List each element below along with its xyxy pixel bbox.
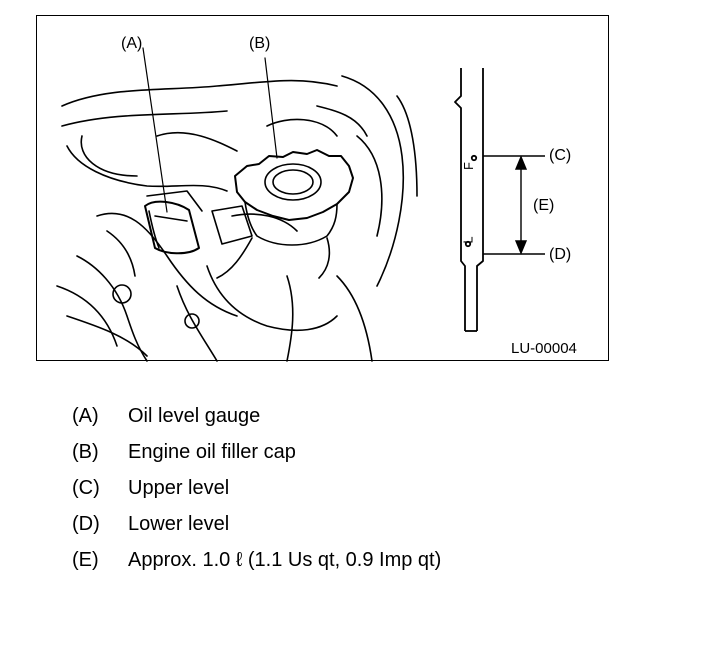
engine-figure: (A) (B) (C) (E) (D) F L LU-00004 bbox=[36, 15, 609, 362]
callout-d-label: (D) bbox=[549, 246, 572, 263]
legend-item: (A) Oil level gauge bbox=[72, 402, 592, 430]
legend-item: (C) Upper level bbox=[72, 474, 592, 502]
legend-text: Engine oil filler cap bbox=[128, 441, 296, 463]
legend-code: (C) bbox=[72, 477, 100, 499]
legend-item: (B) Engine oil filler cap bbox=[72, 438, 592, 466]
callout-b-label: (B) bbox=[249, 35, 271, 52]
legend-item: (D) Lower level bbox=[72, 510, 592, 538]
legend-text: Upper level bbox=[128, 477, 230, 499]
legend-code: (A) bbox=[72, 405, 99, 427]
legend-text: Lower level bbox=[128, 513, 230, 535]
dipstick-lower-mark: L bbox=[460, 236, 476, 244]
figure-id: LU-00004 bbox=[511, 340, 577, 357]
legend-text: Approx. 1.0 ℓ (1.1 Us qt, 0.9 Imp qt) bbox=[128, 549, 442, 571]
callout-c-label: (C) bbox=[549, 147, 572, 164]
callout-a-label: (A) bbox=[121, 35, 143, 52]
callout-e-label: (E) bbox=[533, 197, 555, 214]
legend-code: (E) bbox=[72, 549, 99, 571]
legend-code: (B) bbox=[72, 441, 99, 463]
legend-text: Oil level gauge bbox=[128, 405, 261, 427]
engine-illustration bbox=[56, 47, 545, 362]
legend-code: (D) bbox=[72, 513, 100, 535]
dipstick-upper-mark: F bbox=[460, 162, 476, 170]
legend-item: (E) Approx. 1.0 ℓ (1.1 Us qt, 0.9 Imp qt… bbox=[72, 546, 592, 574]
